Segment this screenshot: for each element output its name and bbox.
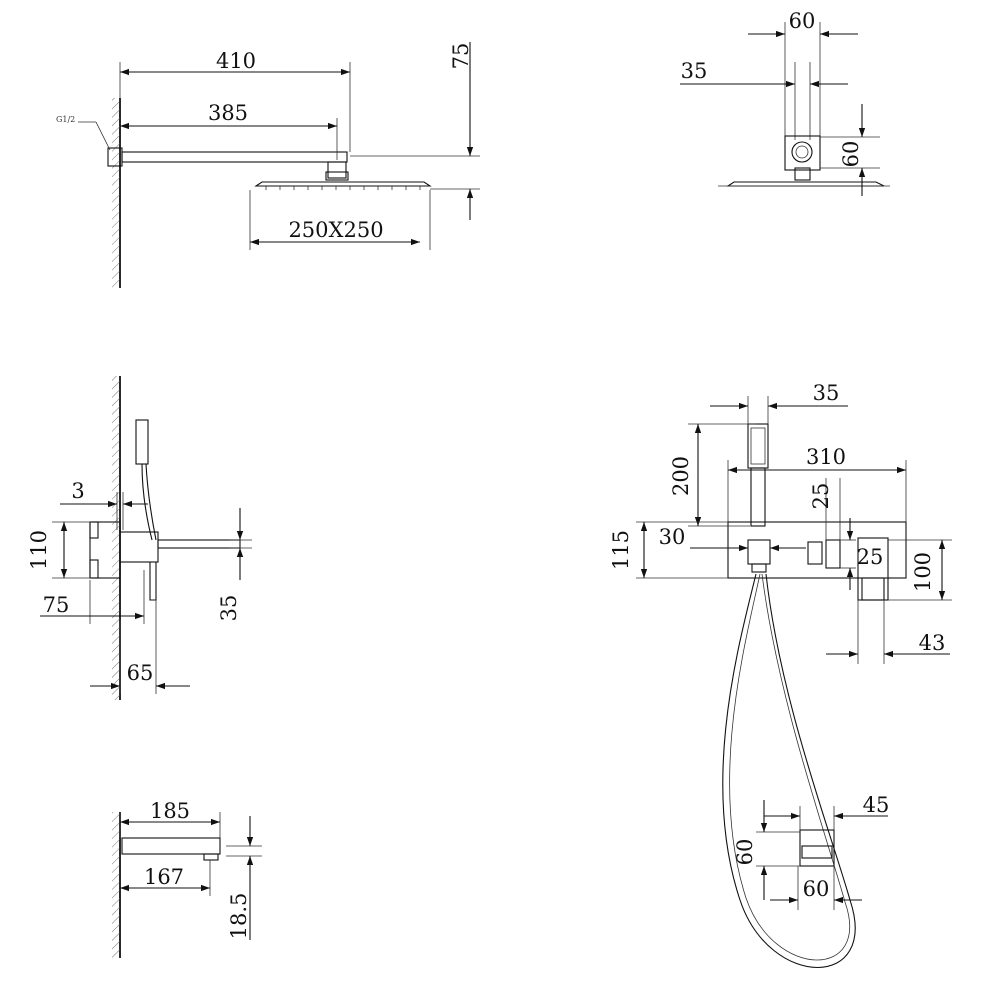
arm-nut (325, 171, 349, 181)
valve-front (119, 531, 159, 563)
valve-body (727, 521, 907, 579)
valve-nut (89, 559, 99, 579)
label-200: 200 (669, 456, 693, 496)
label-30: 30 (659, 525, 686, 549)
shower-head-front (726, 181, 885, 187)
label-60-top: 60 (789, 9, 816, 33)
wall-hatch (112, 98, 120, 288)
hand-shower (135, 419, 149, 465)
label-65: 65 (127, 661, 154, 685)
arm-end-block (784, 135, 821, 171)
label-115: 115 (609, 530, 633, 570)
diverter-knob (825, 539, 841, 569)
valve-spout (157, 539, 241, 549)
label-35: 35 (813, 381, 840, 405)
overhead-side-view: 410 385 75 250X250 G1/2 (56, 42, 480, 288)
elbow-front-view: 45 60 60 (733, 793, 889, 910)
label-310: 310 (806, 445, 846, 469)
label-167: 167 (144, 865, 184, 889)
label-75: 75 (449, 43, 473, 70)
nozzle-row (265, 186, 421, 190)
label-60-v: 60 (839, 141, 863, 168)
hose (145, 463, 157, 541)
label-35: 35 (217, 595, 241, 622)
label-60-v: 60 (733, 839, 757, 866)
label-60-h: 60 (803, 877, 830, 901)
label-18-5: 18.5 (227, 893, 251, 940)
shower-hose-outer (722, 573, 856, 969)
arm-end-circle (791, 141, 813, 163)
shower-hose-inner (729, 573, 851, 961)
shower-arm (121, 151, 348, 163)
valve-front-view: 35 310 200 25 115 30 25 100 (609, 381, 952, 969)
label-250x250: 250X250 (288, 218, 383, 242)
arm-end-nut (794, 167, 811, 181)
label-100: 100 (911, 552, 935, 592)
overhead-front-view: 60 35 60 (680, 9, 890, 196)
label-43: 43 (919, 631, 946, 655)
handle-base (861, 577, 885, 601)
diverter (807, 541, 823, 565)
hand-shower-handle (750, 467, 766, 527)
wall-hatch (112, 812, 120, 958)
label-45: 45 (863, 793, 890, 817)
label-25-top: 25 (809, 483, 833, 510)
arm-connector (327, 161, 347, 179)
label-385: 385 (208, 101, 248, 125)
leader (95, 121, 111, 151)
label-35: 35 (681, 59, 708, 83)
hose-nut (751, 563, 767, 573)
valve-side-view: 3 110 75 35 65 (27, 376, 252, 700)
label-75: 75 (43, 593, 70, 617)
label-185: 185 (150, 799, 190, 823)
hose (141, 463, 153, 541)
elbow-plate (799, 829, 835, 867)
spout-side-view: 185 167 18.5 (112, 799, 262, 958)
label-3: 3 (71, 479, 84, 503)
label-110: 110 (27, 530, 51, 570)
valve-handle (149, 561, 157, 601)
valve-nut (89, 521, 99, 539)
hand-shower-nozzles (750, 427, 766, 465)
spout-outlet (203, 853, 219, 861)
label-410: 410 (216, 49, 256, 73)
spout-body (121, 837, 221, 855)
wall-hatch (112, 376, 120, 700)
elbow-outlet (801, 845, 833, 859)
hose-outlet (747, 539, 771, 565)
shower-head (254, 181, 432, 187)
label-g12: G1/2 (56, 115, 75, 124)
arm-end-inner (795, 145, 809, 159)
label-25-right: 25 (857, 545, 884, 569)
